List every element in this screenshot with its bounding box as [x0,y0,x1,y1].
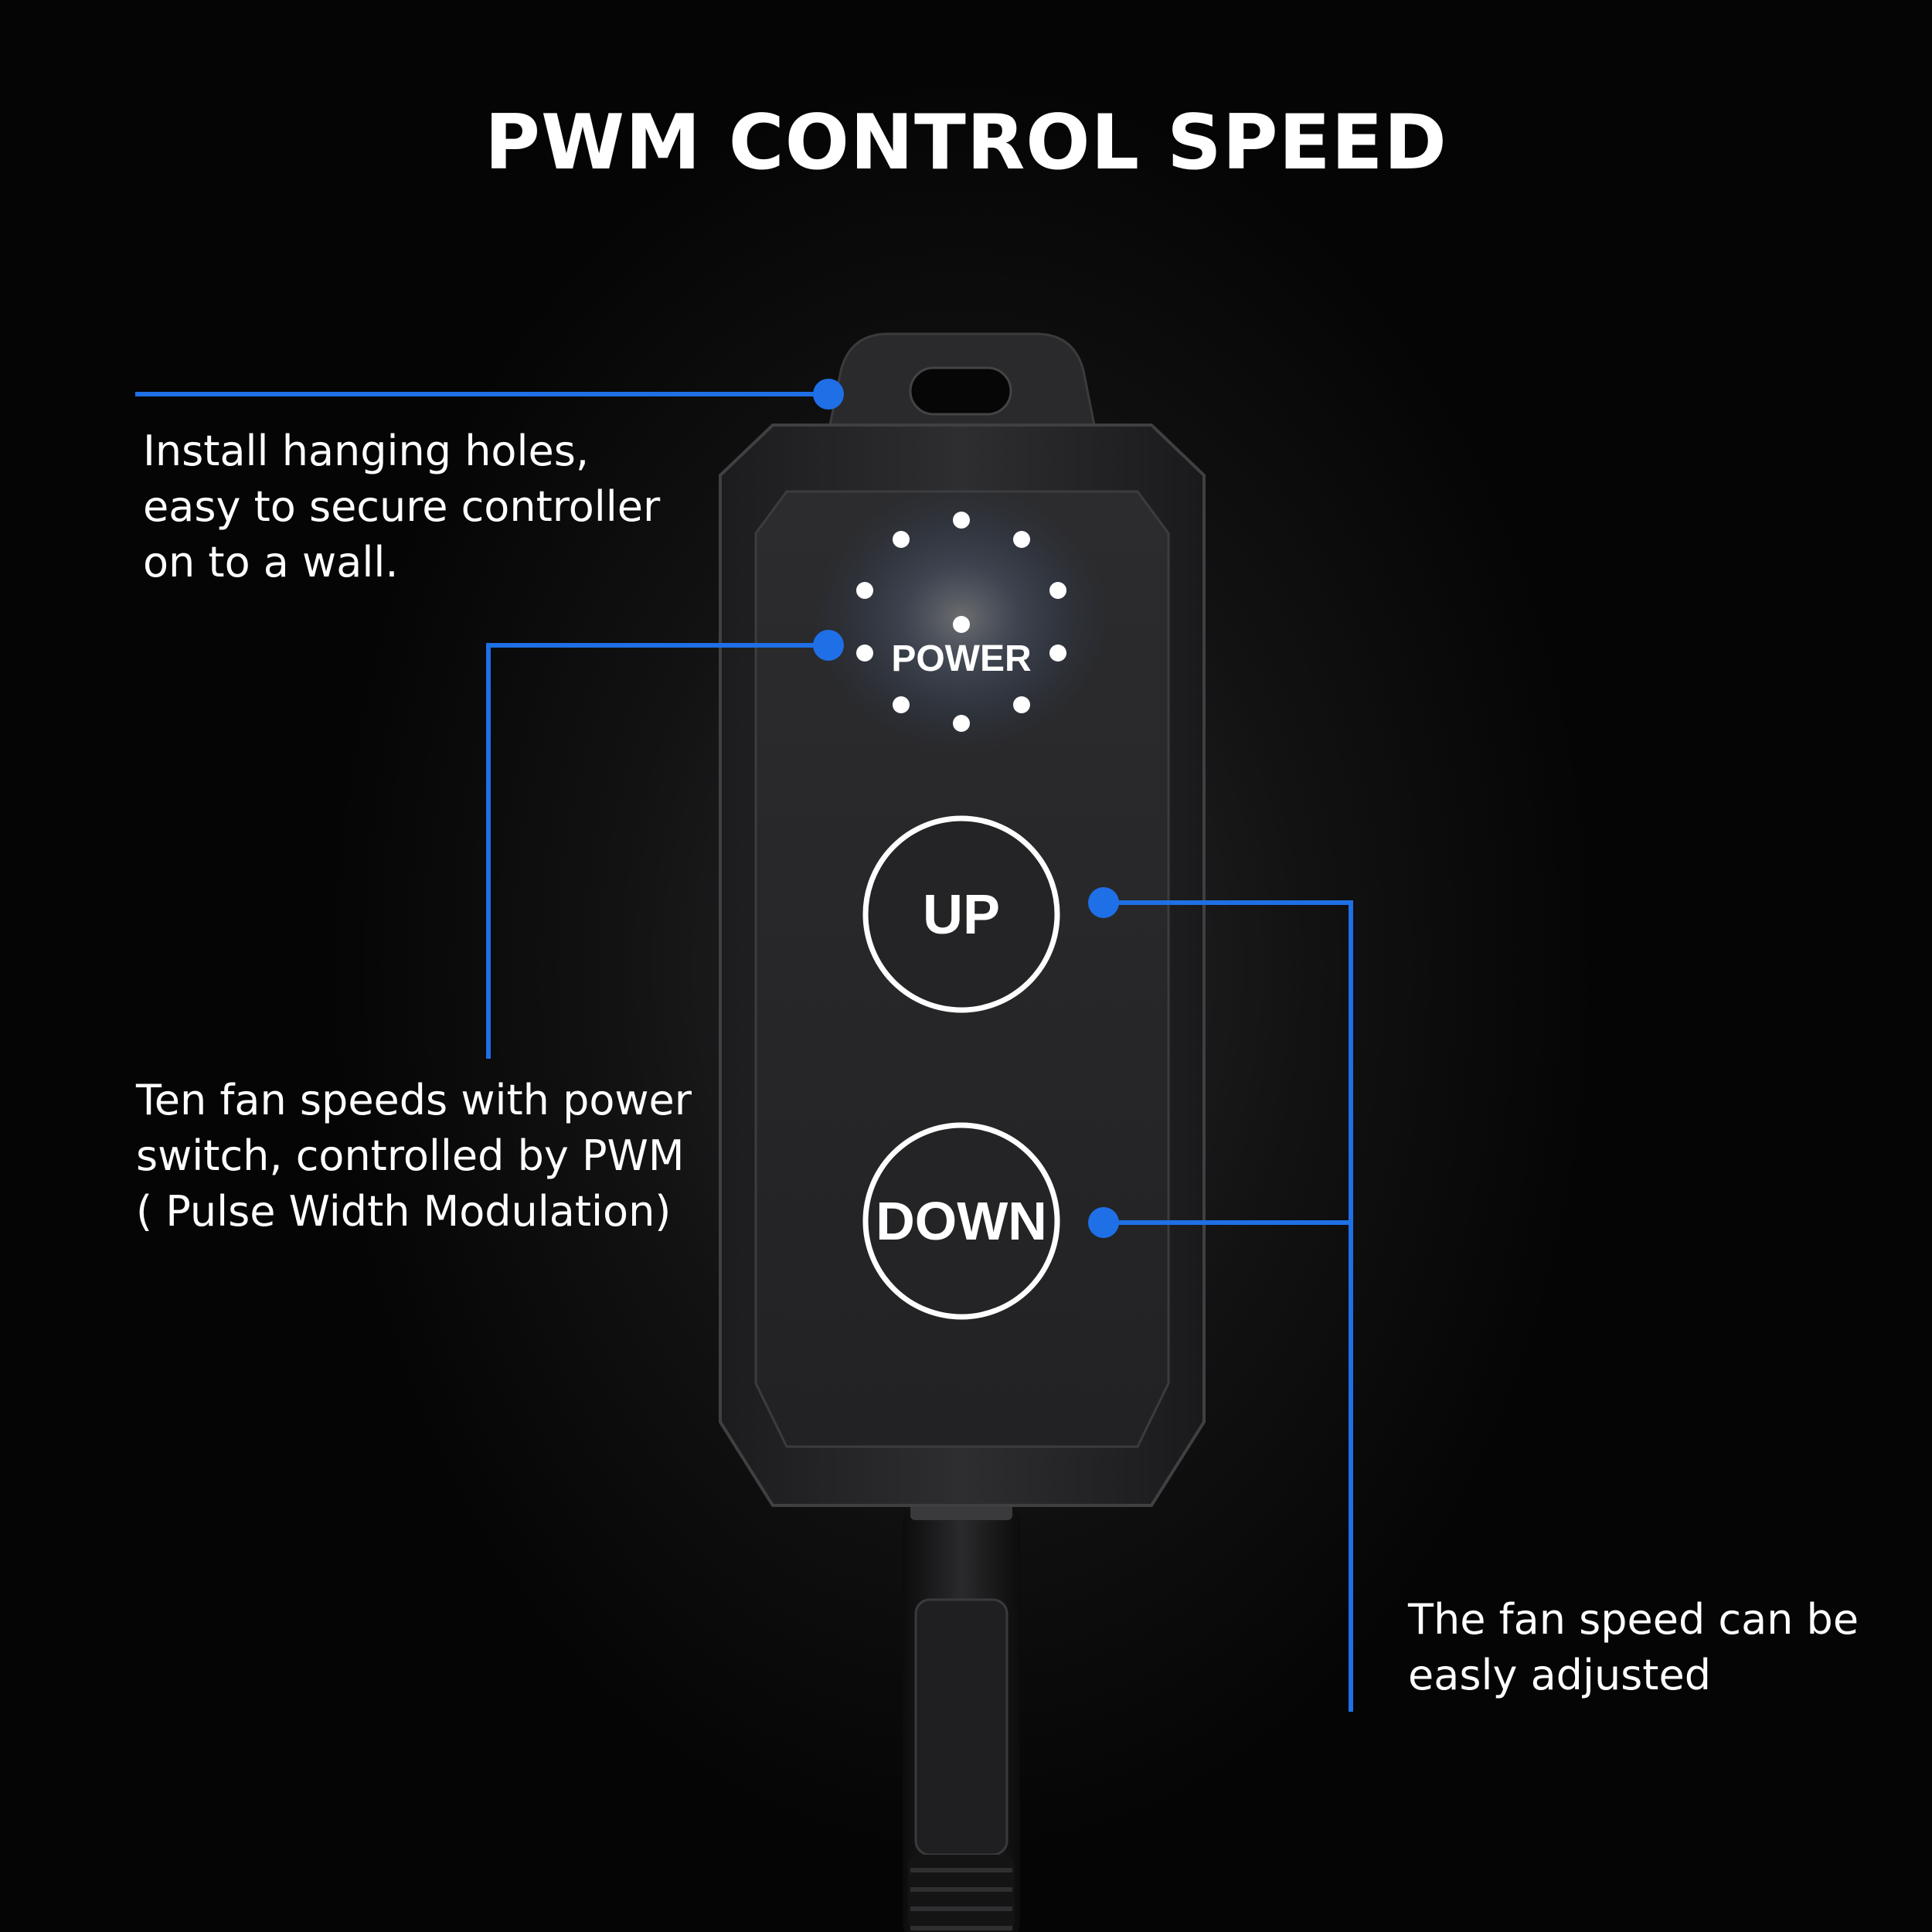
led-8 [856,645,873,662]
power-button-label[interactable]: POWER [891,638,1031,679]
led-4 [1049,645,1066,662]
led-speed-indicators [856,512,1066,732]
annotation-line: easly adjusted [1408,1651,1711,1699]
power-cable [903,1503,1020,1932]
callout-dots [813,379,1119,1238]
annotation-speed-adjust: The fan speed can be easly adjusted [1408,1592,1859,1703]
led-9 [856,582,873,599]
annotation-line: Ten fan speeds with power [136,1076,692,1124]
down-button-label: DOWN [876,1191,1047,1251]
hanging-hole [909,366,1012,416]
callout-line-up [1104,900,1353,1712]
callout-lines [135,392,1353,1712]
callout-line-power [486,643,828,1059]
down-button[interactable]: DOWN [862,1122,1060,1320]
led-6 [953,715,970,732]
annotation-hanging-holes: Install hanging holes, easy to secure co… [143,423,660,590]
hanging-tab [825,332,1099,442]
annotation-line: easy to secure controller [143,482,661,531]
annotation-line: on to a wall. [143,538,399,587]
callout-dot-down [1088,1207,1119,1238]
annotation-line: switch, controlled by PWM [136,1131,685,1180]
up-button-label: UP [923,884,1000,946]
annotation-power-switch: Ten fan speeds with power switch, contro… [136,1073,692,1240]
led-1 [953,512,970,529]
led-10 [893,531,910,548]
callout-dot-power [813,630,844,661]
annotation-line: The fan speed can be [1408,1595,1859,1644]
callout-dot-up [1088,887,1119,918]
led-2 [1013,531,1030,548]
power-led [953,616,970,633]
led-7 [893,696,910,713]
led-3 [1049,582,1066,599]
callout-dot-hanging [813,379,844,410]
annotation-line: Install hanging holes, [143,427,589,475]
page-title: PWM CONTROL SPEED [485,99,1447,187]
annotation-line: ( Pulse Width Modulation) [136,1187,672,1236]
up-button[interactable]: UP [862,815,1060,1013]
led-5 [1013,696,1030,713]
